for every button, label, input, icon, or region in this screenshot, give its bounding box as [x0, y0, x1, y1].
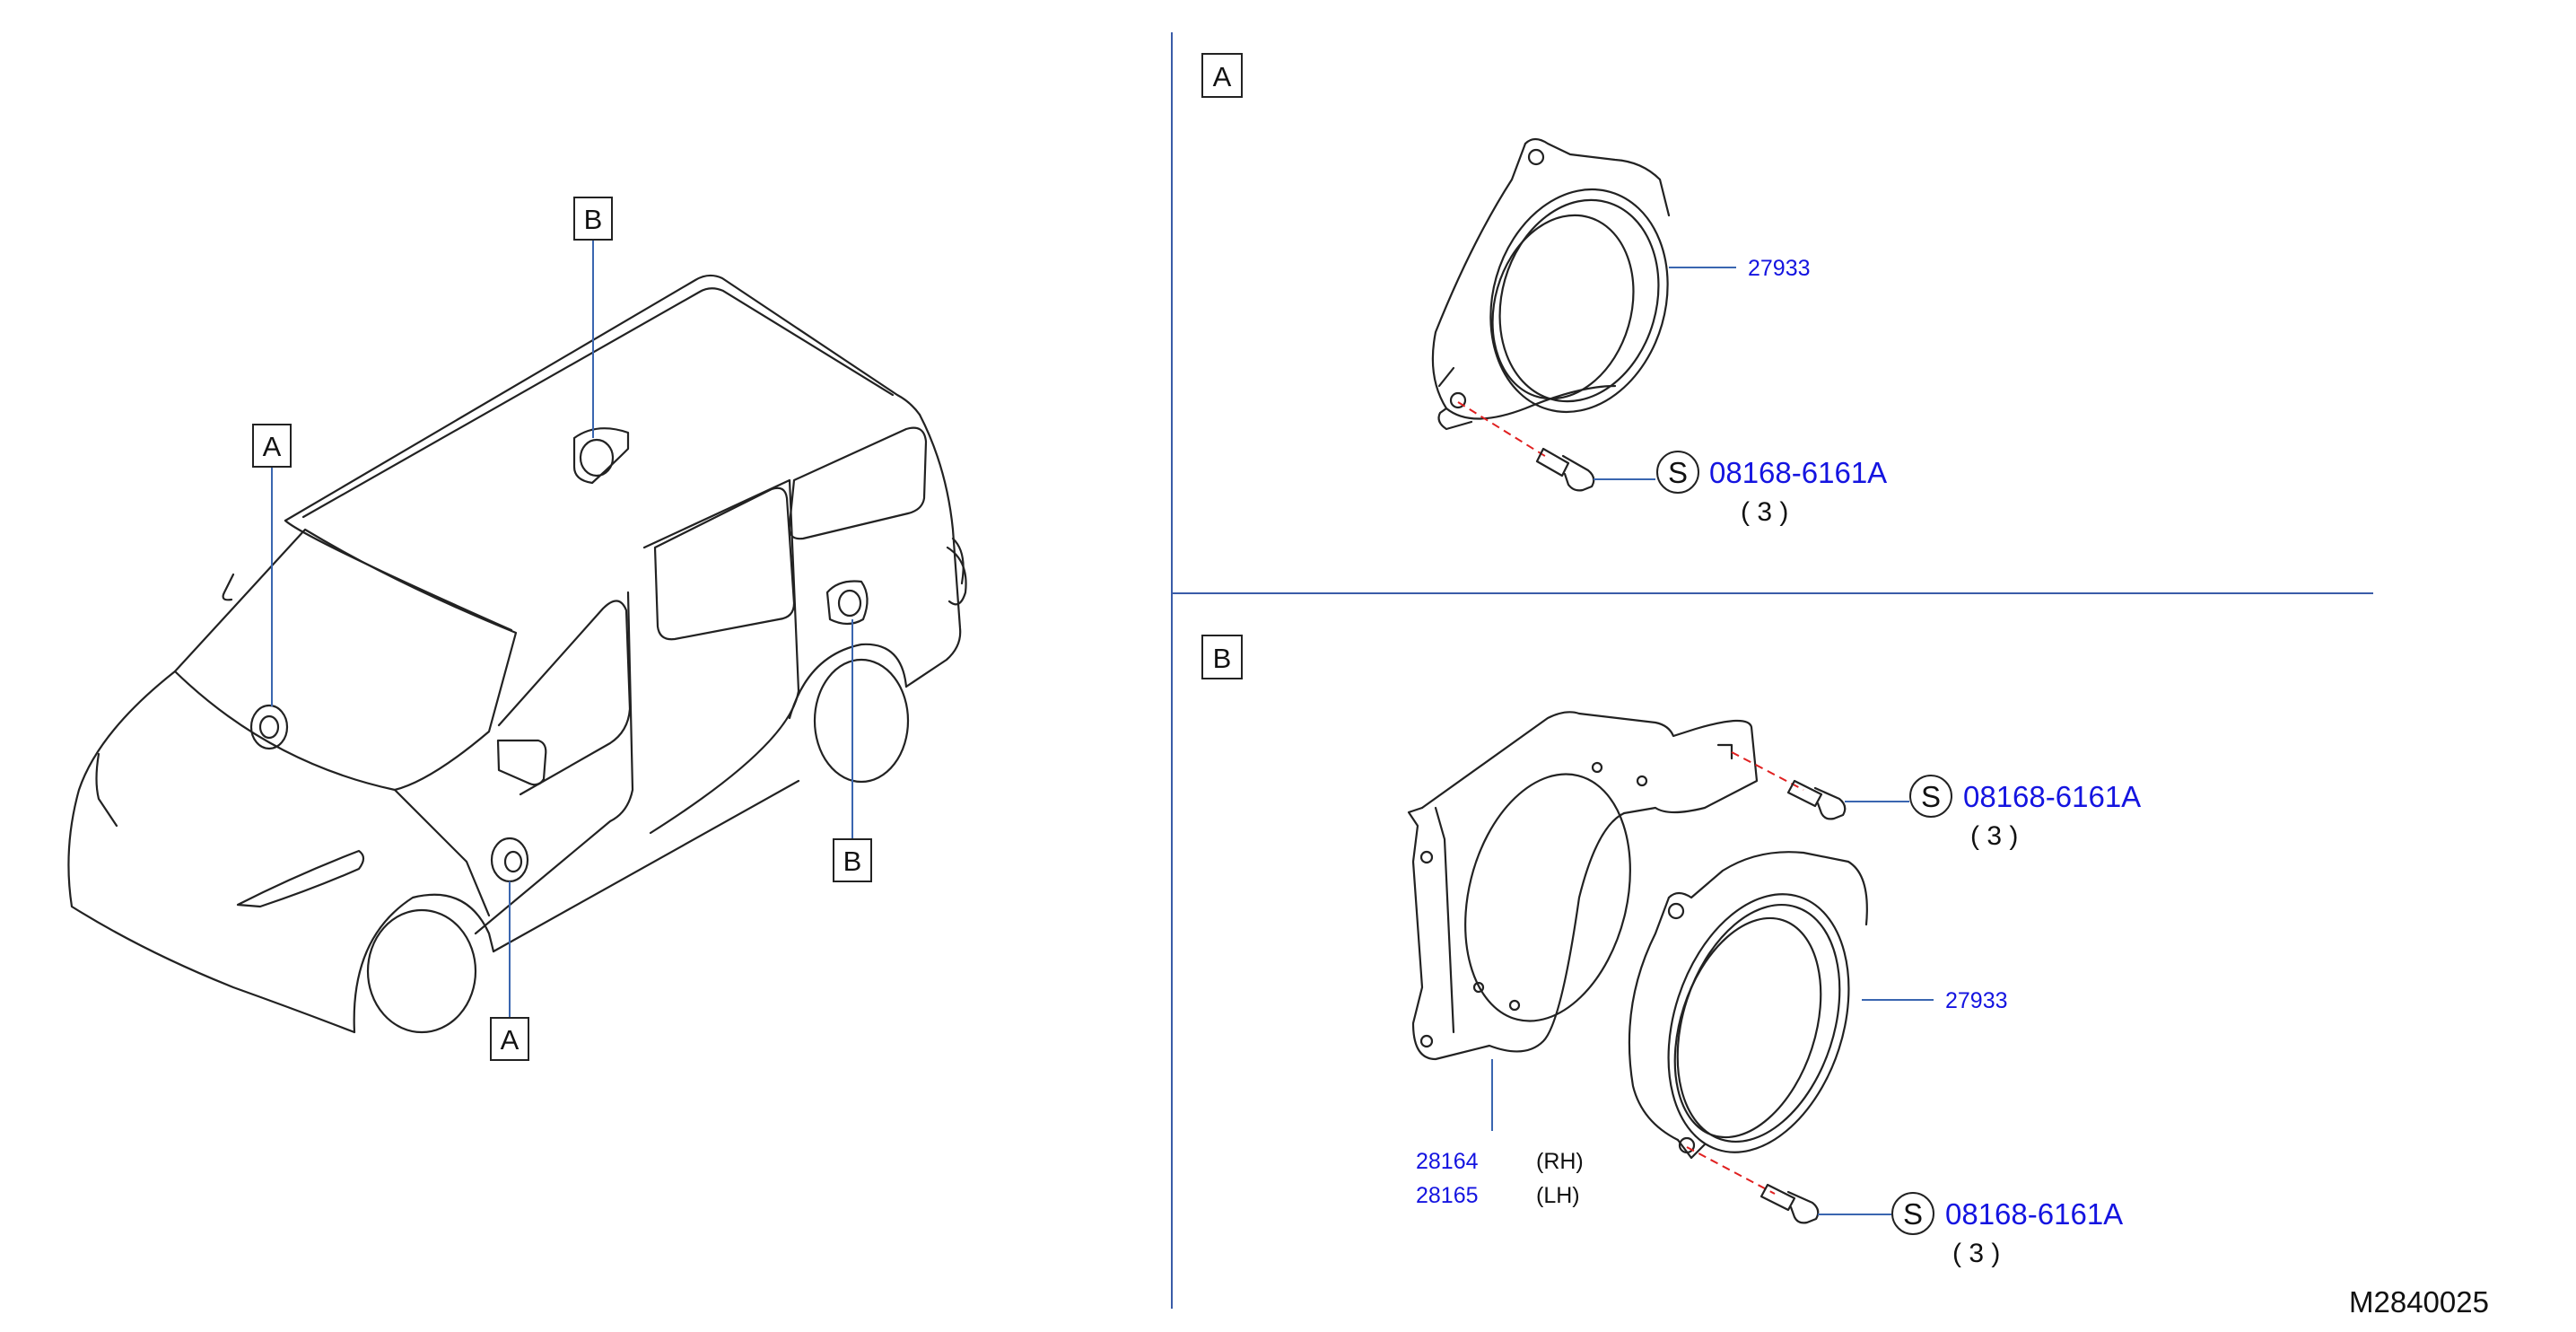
- bolt-b-upper-drawing: [1786, 779, 1847, 820]
- bolt-b-upper-symbol-circle: [1909, 775, 1952, 818]
- bolt-b-lower-symbol-circle: [1891, 1192, 1934, 1235]
- side-label-rh: (RH): [1536, 1149, 1584, 1174]
- section-a-label: A: [1213, 61, 1232, 92]
- section-a-label-box: [1201, 53, 1243, 98]
- part-number-08168-6161a-b-lower[interactable]: 08168-6161A: [1945, 1197, 2123, 1231]
- bolt-b-upper-axis: [1731, 751, 1804, 791]
- bracket-drawing: [1407, 711, 1759, 1061]
- speaker-a-drawing: [1431, 137, 1671, 431]
- bolt-a-symbol-circle: [1656, 451, 1699, 494]
- part-number-28164[interactable]: 28164: [1416, 1149, 1479, 1174]
- bolt-b-upper-qty: ( 3 ): [1970, 821, 2018, 851]
- bolt-a-qty: ( 3 ): [1741, 497, 1788, 527]
- bolt-b-lower-axis: [1686, 1146, 1776, 1195]
- bolt-b-lower-qty: ( 3 ): [1952, 1239, 2000, 1268]
- part-number-08168-6161a-b-upper[interactable]: 08168-6161A: [1963, 780, 2141, 813]
- bolt-a-symbol: S: [1668, 456, 1688, 489]
- bolt-a-axis: [1457, 401, 1549, 459]
- part-number-28165[interactable]: 28165: [1416, 1183, 1479, 1208]
- callout-letter-a-dash: A: [263, 431, 282, 462]
- callout-box-b-roof: [573, 197, 613, 241]
- callout-letter-a-door: A: [501, 1024, 520, 1056]
- van-illustration: [67, 274, 967, 1034]
- bolt-a-drawing: [1535, 447, 1595, 492]
- callout-box-a-dash: [252, 424, 292, 468]
- bolt-b-upper-symbol: S: [1921, 780, 1941, 813]
- part-number-27933-b[interactable]: 27933: [1945, 988, 2008, 1013]
- side-label-lh: (LH): [1536, 1183, 1580, 1208]
- bolt-b-lower-symbol: S: [1903, 1197, 1923, 1231]
- callout-letter-b-roof: B: [584, 204, 603, 235]
- bolt-b-lower-drawing: [1760, 1183, 1820, 1224]
- part-number-08168-6161a-a[interactable]: 08168-6161A: [1709, 456, 1887, 489]
- speaker-b-drawing: [1628, 851, 1868, 1160]
- callout-box-b-rear: [833, 838, 872, 882]
- diagram-reference: M2840025: [2349, 1285, 2489, 1319]
- section-b-label-box: [1201, 635, 1243, 679]
- part-number-27933-a[interactable]: 27933: [1748, 256, 1811, 281]
- callout-box-a-door: [490, 1017, 529, 1061]
- callout-letter-b-rear: B: [843, 846, 862, 877]
- section-b-label: B: [1213, 643, 1232, 674]
